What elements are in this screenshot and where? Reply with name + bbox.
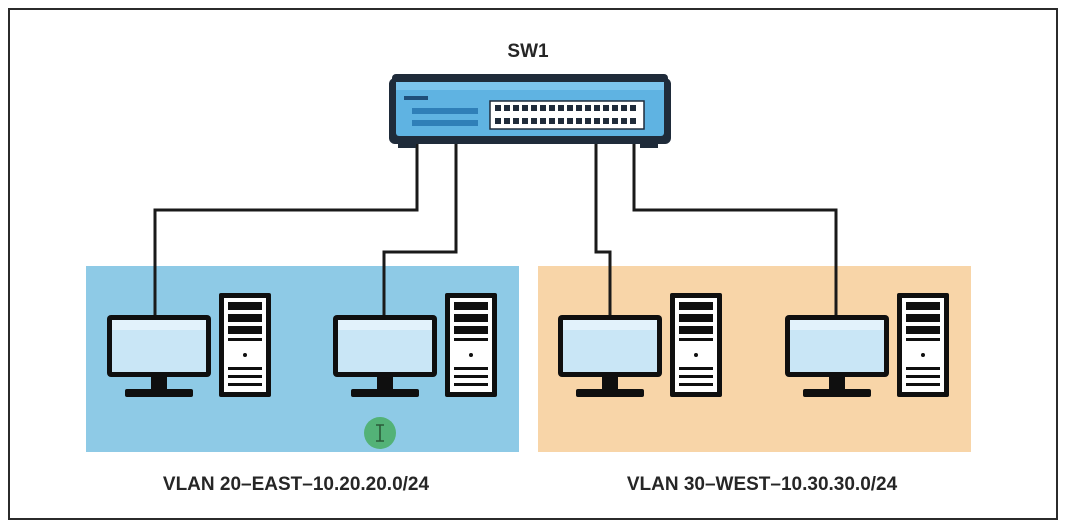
network-switch-icon[interactable] (389, 74, 671, 148)
vlan-20-label: VLAN 20–EAST–10.20.20.0/24 (163, 474, 430, 495)
cable-east-2 (382, 142, 458, 318)
cable-west-2 (632, 142, 838, 318)
cable-east-1 (153, 142, 419, 318)
switch-label: SW1 (507, 41, 549, 62)
cursor-indicator (364, 417, 396, 449)
cable-west-1 (594, 142, 612, 318)
vlan-30-label: VLAN 30–WEST–10.30.30.0/24 (627, 474, 898, 495)
cables (153, 142, 838, 318)
